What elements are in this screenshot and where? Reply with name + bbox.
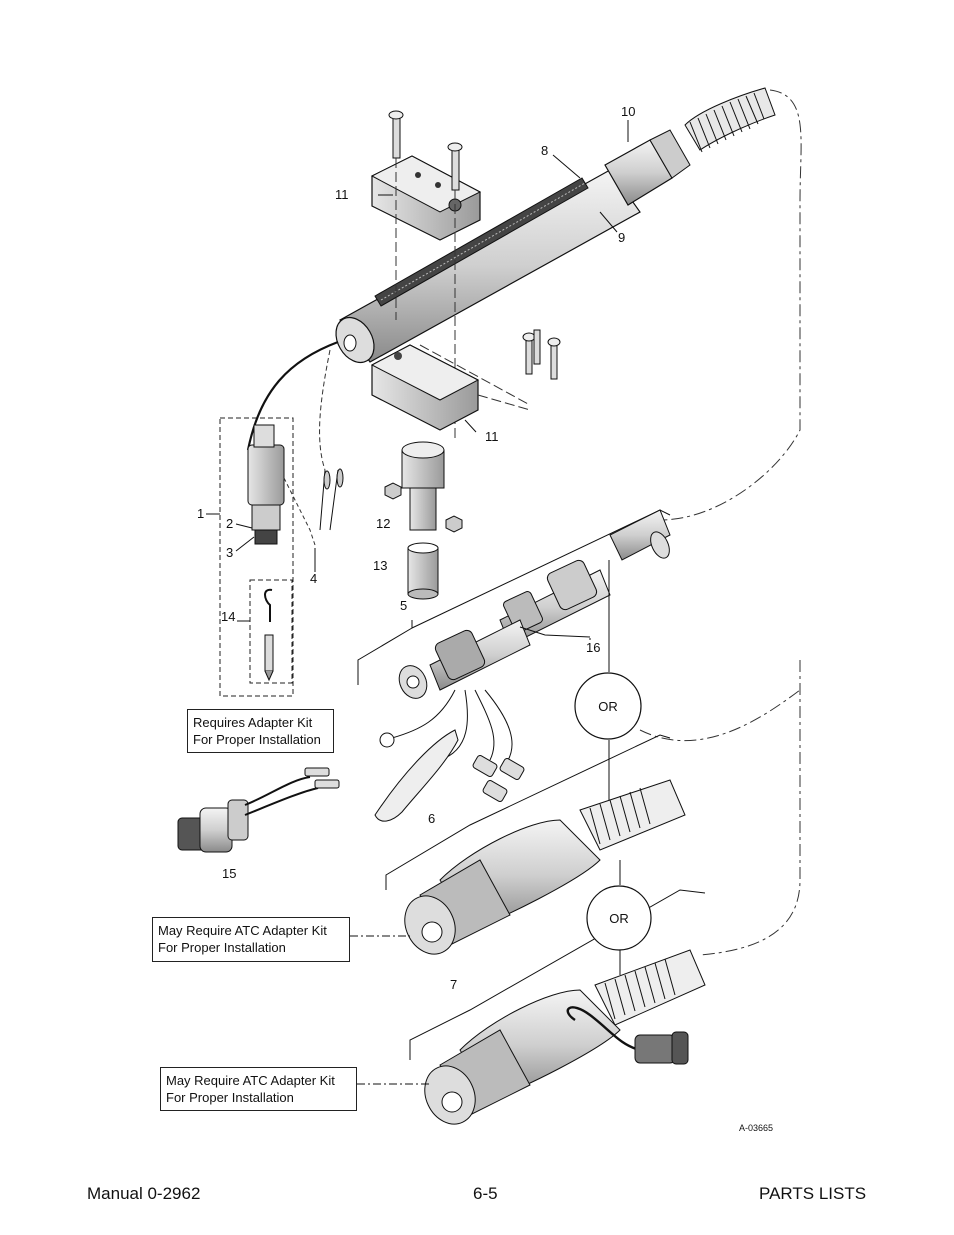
callout-8: 8 — [541, 143, 548, 158]
callout-16: 16 — [586, 640, 600, 655]
or-circle-1 — [574, 672, 642, 740]
or-label-2: OR — [609, 911, 629, 926]
callout-10: 10 — [621, 104, 635, 119]
note-adapter-kit: Requires Adapter Kit For Proper Installa… — [187, 709, 334, 753]
note-atc-kit-2: May Require ATC Adapter Kit For Proper I… — [160, 1067, 357, 1111]
mounting-pin — [384, 441, 463, 533]
footer-section: PARTS LISTS — [759, 1184, 867, 1203]
dashed-cable-path — [659, 89, 802, 521]
footer-page-number: 6-5 — [473, 1184, 498, 1203]
note-adapter-kit-line-2: For Proper Installation — [193, 732, 321, 747]
callout-2: 2 — [226, 516, 233, 531]
torch-head — [219, 340, 344, 697]
note-atc-kit-2-line-2: For Proper Installation — [166, 1090, 294, 1105]
lead-cable — [357, 509, 671, 822]
footer-manual: Manual 0-2962 — [87, 1184, 201, 1203]
callout-15: 15 — [222, 866, 236, 881]
callout-12: 12 — [376, 516, 390, 531]
connector-plug — [177, 767, 340, 853]
tool-kit — [249, 579, 293, 684]
callout-11-upper: 11 — [335, 187, 349, 202]
callout-7: 7 — [450, 977, 457, 992]
atc-connector-upper — [385, 734, 686, 955]
atc-connector-lower — [409, 889, 706, 1125]
callout-4: 4 — [310, 571, 317, 586]
note-atc-kit-2-line-1: May Require ATC Adapter Kit — [166, 1073, 335, 1088]
figure-id: A-03665 — [739, 1123, 773, 1133]
callout-11-lower: 11 — [485, 429, 499, 444]
callout-5: 5 — [400, 598, 407, 613]
torch-tube — [335, 169, 641, 364]
callout-13: 13 — [373, 558, 387, 573]
callout-9: 9 — [618, 230, 625, 245]
note-atc-kit-1: May Require ATC Adapter Kit For Proper I… — [152, 917, 350, 962]
or-circle-2 — [586, 885, 652, 951]
note-adapter-kit-line-1: Requires Adapter Kit — [193, 715, 313, 730]
callout-14: 14 — [221, 609, 235, 624]
or-label-1: OR — [598, 699, 618, 714]
mounting-block-upper — [370, 110, 482, 440]
callout-3: 3 — [226, 545, 233, 560]
pin-sleeve — [407, 542, 439, 600]
dashed-cable-path-lower — [699, 660, 801, 956]
mounting-block-lower — [370, 329, 561, 431]
callout-6: 6 — [428, 811, 435, 826]
note-atc-kit-1-line-1: May Require ATC Adapter Kit — [158, 923, 327, 938]
coupling-and-conduit — [604, 87, 776, 206]
note-atc-kit-1-line-2: For Proper Installation — [158, 940, 286, 955]
callout-1: 1 — [197, 506, 204, 521]
